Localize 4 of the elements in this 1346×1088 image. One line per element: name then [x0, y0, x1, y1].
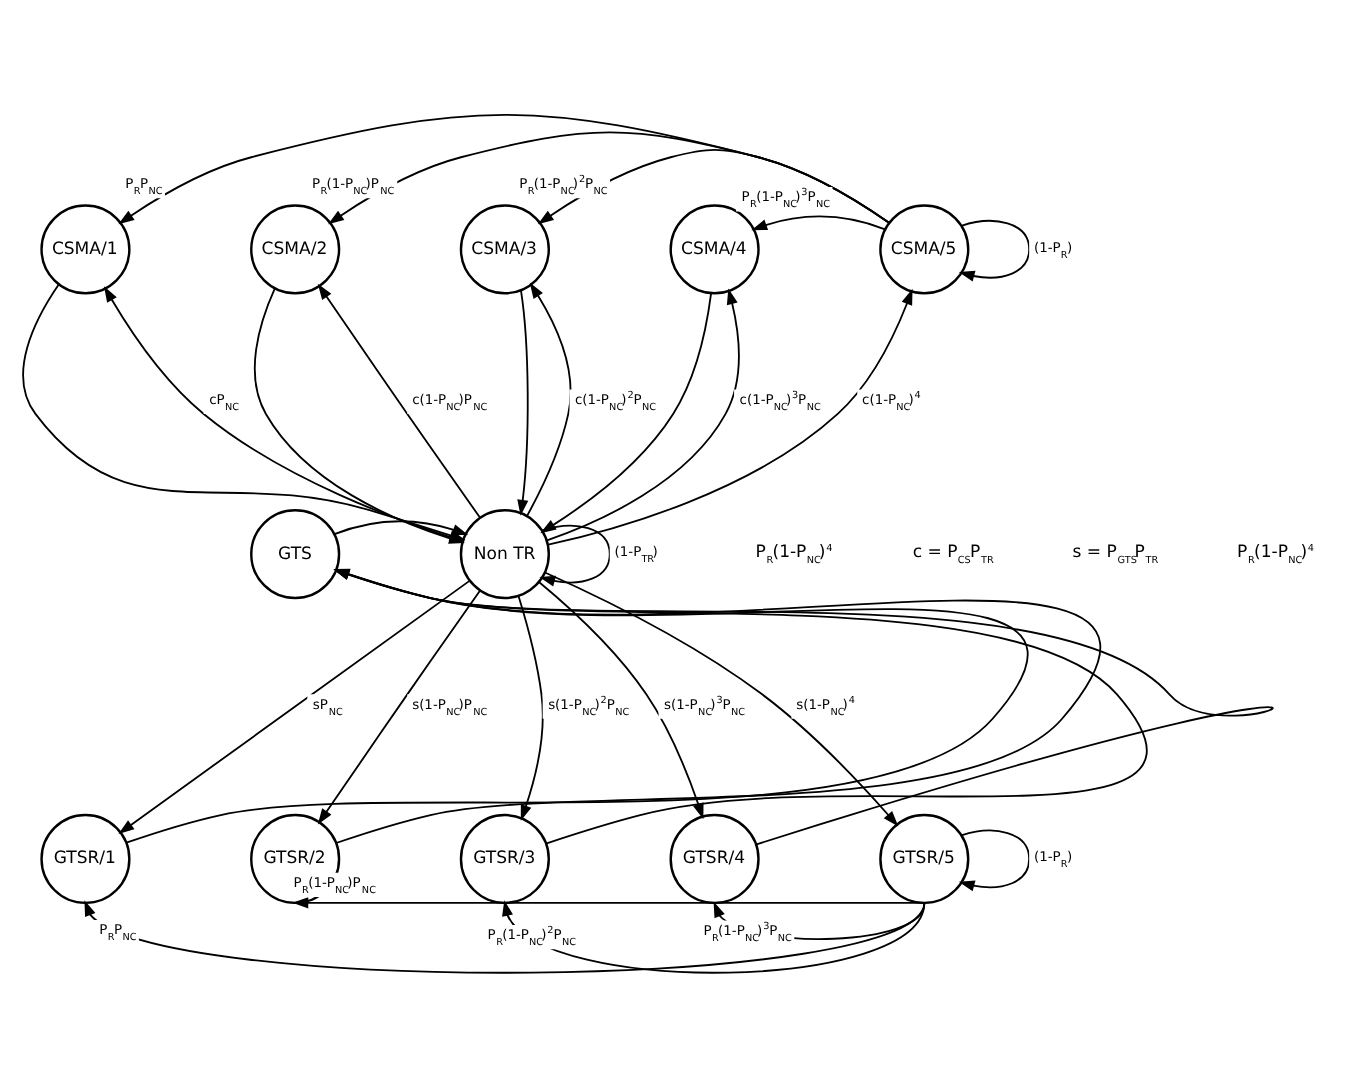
label: c = P$_{CS}$P$_{TR}$ [912, 543, 994, 568]
label: P$_{R}$(1-P$_{NC}$)$^{4}$ [755, 543, 833, 568]
label: s = P$_{GTS}$P$_{TR}$ [1072, 543, 1159, 568]
label: P$_{R}$(1-P$_{NC}$)$^{4}$ [1237, 543, 1314, 568]
